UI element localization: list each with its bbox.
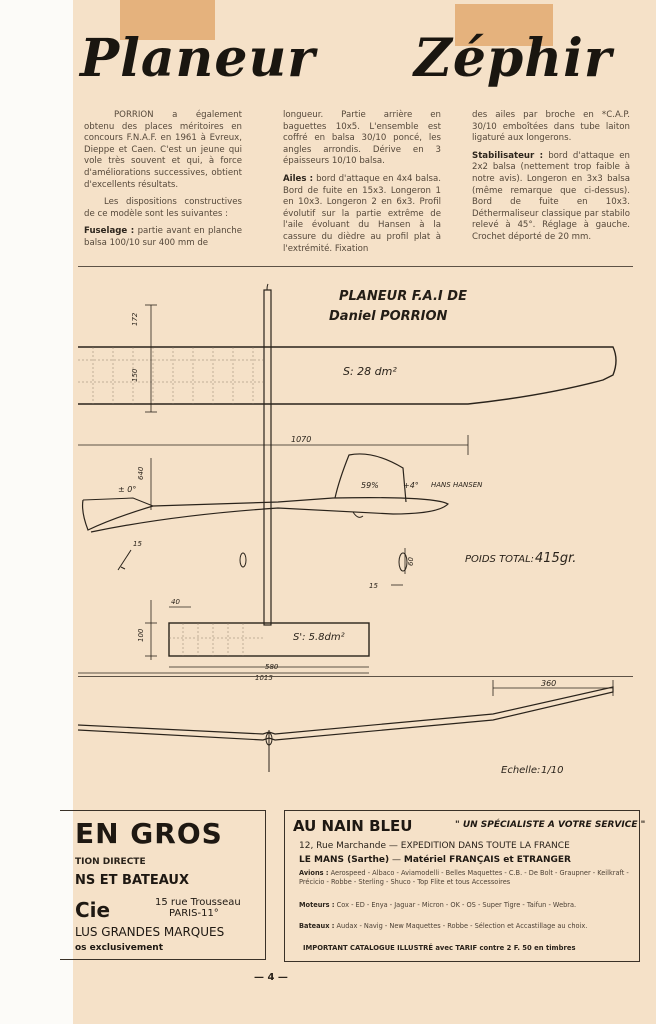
stabilizer-planform — [168, 622, 370, 657]
fuselage-text: partie avant en planche balsa 100/10 sur… — [84, 226, 242, 248]
page-title: Planeur Zéphir — [80, 28, 640, 98]
dim-1015: 1015 — [255, 674, 273, 682]
airfoil-label: HANS HANSEN — [431, 481, 483, 489]
col1-paragraph-3: Fuselage : partie avant en planche balsa… — [84, 226, 242, 249]
ad-right-city: LE MANS (Sarthe) — [299, 855, 390, 865]
article-column-1: PORRION a également obtenu des places mé… — [84, 110, 242, 256]
dim-172: 172 — [131, 312, 139, 326]
avions-list: Aerospeed - Albaco - Aviamodelli - Belle… — [299, 869, 629, 886]
col2-paragraph-1: longueur. Partie arrière en baguettes 10… — [283, 110, 441, 167]
col1-paragraph-2: Les dispositions constructives de ce mod… — [84, 197, 242, 219]
title-word-1: Planeur — [80, 28, 316, 89]
ailes-text: bord d'attaque en 4x4 balsa. Bord de fui… — [283, 173, 442, 254]
stabilisateur-text: bord d'attaque en 2x2 balsa (nettement t… — [472, 150, 630, 242]
title-word-2: Zéphir — [413, 28, 613, 89]
ad-left-city: PARIS-11° — [169, 908, 219, 919]
ad-right-slogan: " UN SPÉCIALISTE A VOTRE SERVICE " — [455, 820, 646, 830]
wing-planform — [78, 346, 617, 405]
ad-right-row-1: 12, Rue Marchande — EXPEDITION DANS TOUT… — [299, 841, 570, 851]
total-weight-label: POIDS TOTAL: — [465, 554, 534, 565]
moteurs-label: Moteurs : — [299, 901, 335, 909]
ad-right-moteurs: Moteurs : Cox - ED - Enya - Jaguar - Mic… — [299, 901, 629, 910]
dim-40: 40 — [171, 598, 180, 606]
fuselage-top-view — [263, 283, 272, 626]
divider-bottom — [78, 676, 633, 677]
ad-right-shipping: EXPEDITION DANS TOUTE LA FRANCE — [400, 841, 570, 851]
drawing-heading-2: Daniel PORRION — [329, 309, 448, 324]
ad-left-headline: EN GROS — [75, 817, 223, 850]
col3-paragraph-1: des ailes par broche en *C.A.P. 30/10 em… — [472, 110, 630, 144]
dim-100: 100 — [137, 628, 145, 642]
dim-15a: 15 — [133, 540, 142, 548]
stabilisateur-label: Stabilisateur : — [472, 150, 544, 161]
ad-right-name: AU NAIN BLEU — [293, 817, 413, 835]
ad-left-address: 15 rue Trousseau PARIS-11° — [155, 897, 241, 919]
ad-right-footer: IMPORTANT CATALOGUE ILLUSTRÉ avec TARIF … — [303, 944, 576, 952]
dim-640: 640 — [137, 466, 145, 480]
wing-area-label: S: 28 dm² — [343, 365, 397, 378]
wing-incidence: +4° — [403, 481, 419, 490]
dim-15b: 15 — [369, 582, 378, 590]
scale-value: 1/10 — [541, 765, 563, 776]
ad-left-brands: LUS GRANDES MARQUES — [75, 925, 225, 939]
tape-strip-right — [455, 4, 553, 46]
fuselage-label: Fuselage : — [84, 226, 135, 237]
ad-right-avions: Avions : Aerospeed - Albaco - Aviamodell… — [299, 869, 629, 886]
dim-60: 60 — [407, 557, 415, 566]
ad-left-line-2: TION DIRECTE — [75, 857, 146, 867]
ad-left-exclusive: os exclusivement — [75, 943, 164, 953]
dim-150: 150 — [131, 368, 139, 382]
section-details — [117, 549, 408, 572]
ad-right-row-2: LE MANS (Sarthe) — Matériel FRANÇAIS et … — [299, 855, 571, 865]
ad-right-street: 12, Rue Marchande — [299, 841, 387, 851]
col1-paragraph-1: PORRION a également obtenu des places mé… — [84, 110, 242, 190]
total-weight-value: 415gr. — [535, 551, 576, 566]
ad-au-nain-bleu: AU NAIN BLEU " UN SPÉCIALISTE A VOTRE SE… — [284, 810, 645, 962]
article-column-3: des ailes par broche en *C.A.P. 30/10 em… — [472, 110, 630, 250]
page-number: — 4 — — [254, 972, 288, 983]
divider-top — [78, 266, 633, 267]
drawing-heading-1: PLANEUR F.A.I DE — [339, 289, 467, 304]
dimension-lines — [78, 304, 614, 696]
ad-left-street: 15 rue Trousseau — [155, 897, 241, 908]
tape-strip-left — [120, 0, 215, 40]
ad-wholesale: EN GROS TION DIRECTE NS ET BATEAUX Cie 1… — [60, 810, 266, 960]
col3-paragraph-2: Stabilisateur : bord d'attaque en 2x2 ba… — [472, 151, 630, 244]
dim-580: 580 — [265, 663, 279, 671]
bateaux-list: Audax - Navig - New Maquettes - Robbe - … — [336, 922, 588, 930]
bateaux-label: Bateaux : — [299, 922, 335, 930]
ad-left-line-3: NS ET BATEAUX — [75, 873, 189, 888]
moteurs-list: Cox - ED - Enya - Jaguar - Micron - OK -… — [336, 901, 577, 909]
drawing-labels: PLANEUR F.A.I DE Daniel PORRION S: 28 dm… — [118, 289, 576, 776]
ad-right-material: Matériel FRANÇAIS et ETRANGER — [403, 855, 571, 865]
ad-left-company: Cie — [75, 898, 111, 922]
stab-area-label: S': 5.8dm² — [293, 632, 345, 643]
chord-percent: 59% — [361, 481, 379, 490]
avions-label: Avions : — [299, 869, 329, 877]
article-column-2: longueur. Partie arrière en baguettes 10… — [283, 110, 441, 261]
front-view-wing — [77, 686, 614, 772]
dim-360: 360 — [541, 679, 556, 688]
fuselage-side-view — [81, 453, 449, 533]
stab-incidence: ± 0° — [118, 485, 136, 494]
col2-paragraph-2: Ailes : bord d'attaque en 4x4 balsa. Bor… — [283, 174, 441, 255]
ailes-label: Ailes : — [283, 173, 314, 184]
ad-right-bateaux: Bateaux : Audax - Navig - New Maquettes … — [299, 922, 629, 931]
scale-label: Echelle: — [501, 765, 540, 776]
dim-1070: 1070 — [291, 435, 311, 444]
glider-plan-drawing: PLANEUR F.A.I DE Daniel PORRION S: 28 dm… — [73, 270, 656, 790]
